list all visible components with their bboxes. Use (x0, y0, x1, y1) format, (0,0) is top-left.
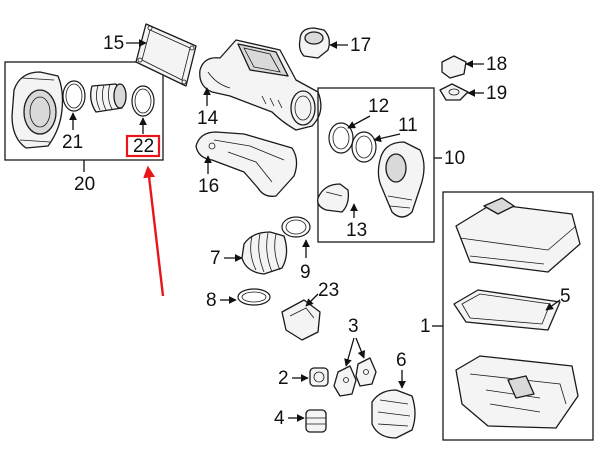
svg-text:14: 14 (197, 108, 219, 129)
callout-19: 19 (467, 83, 507, 104)
svg-text:11: 11 (398, 115, 418, 136)
part-grommet-2 (309, 367, 329, 387)
part-hose-7 (241, 231, 288, 275)
part-air-cleaner-base (455, 355, 579, 429)
svg-text:20: 20 (74, 174, 95, 195)
callout-10: 10 (434, 148, 465, 169)
part-air-cleaner-cover (455, 197, 581, 273)
svg-text:23: 23 (318, 280, 339, 301)
callout-22: 22 (133, 117, 154, 157)
callout-1: 1 (420, 316, 443, 337)
svg-text:15: 15 (103, 33, 124, 54)
callout-22-highlight-box (125, 134, 161, 158)
part-clip-18 (441, 55, 467, 79)
callout-11: 11 (373, 115, 418, 143)
part-sensor-17 (298, 27, 330, 59)
svg-text:16: 16 (198, 176, 219, 197)
part-resonator (377, 141, 425, 218)
part-gasket-15 (135, 23, 197, 87)
part-brackets-3 (333, 357, 377, 397)
group-1-box (442, 191, 594, 441)
svg-text:13: 13 (346, 220, 367, 241)
part-clamp-11 (351, 131, 377, 163)
callout-13: 13 (346, 203, 367, 241)
svg-text:21: 21 (62, 132, 83, 153)
part-gasket-21 (62, 80, 86, 112)
svg-text:7: 7 (210, 248, 221, 269)
callout-5: 5 (545, 286, 571, 311)
callout-22-highlight-arrow (143, 165, 165, 297)
callout-21: 21 (62, 112, 83, 153)
callout-15: 15 (103, 33, 147, 54)
callout-16: 16 (198, 155, 219, 197)
part-throttle-body (11, 71, 64, 149)
svg-text:6: 6 (396, 350, 407, 371)
callout-23: 23 (305, 280, 339, 307)
part-duct-13 (317, 183, 350, 213)
svg-text:1: 1 (420, 316, 431, 337)
svg-text:4: 4 (274, 408, 285, 429)
svg-text:5: 5 (560, 286, 571, 307)
group-10-box (317, 87, 435, 243)
part-coupler-sleeve (90, 83, 127, 113)
part-grommet-4 (305, 409, 327, 433)
callout-20: 20 (74, 160, 95, 195)
callout-2: 2 (278, 368, 309, 389)
svg-text:22: 22 (133, 136, 154, 157)
callout-17: 17 (329, 35, 371, 56)
part-bracket-23 (281, 299, 321, 341)
svg-text:8: 8 (206, 290, 217, 311)
part-6 (371, 389, 416, 439)
svg-text:12: 12 (368, 96, 389, 117)
svg-text:2: 2 (278, 368, 289, 389)
part-filter-5 (453, 289, 561, 331)
svg-text:19: 19 (486, 83, 507, 104)
part-clamp-12 (328, 122, 354, 154)
callout-6: 6 (396, 350, 407, 389)
callout-7: 7 (210, 248, 243, 269)
callout-14: 14 (197, 87, 219, 129)
svg-text:18: 18 (486, 54, 507, 75)
svg-text:3: 3 (348, 316, 359, 337)
callout-4: 4 (274, 408, 305, 429)
callout-3: 3 (344, 316, 366, 367)
callout-12: 12 (347, 96, 389, 129)
callout-8: 8 (206, 290, 237, 311)
svg-text:10: 10 (444, 148, 465, 169)
part-ring-9 (281, 216, 311, 238)
part-seal-22 (131, 85, 155, 117)
svg-text:9: 9 (300, 262, 311, 283)
callout-9: 9 (300, 239, 311, 283)
callout-18: 18 (465, 54, 507, 75)
part-grommet-19 (439, 83, 469, 101)
part-intake-duct-14 (199, 39, 322, 131)
part-clamp-8 (237, 288, 271, 306)
svg-text:17: 17 (350, 35, 371, 56)
